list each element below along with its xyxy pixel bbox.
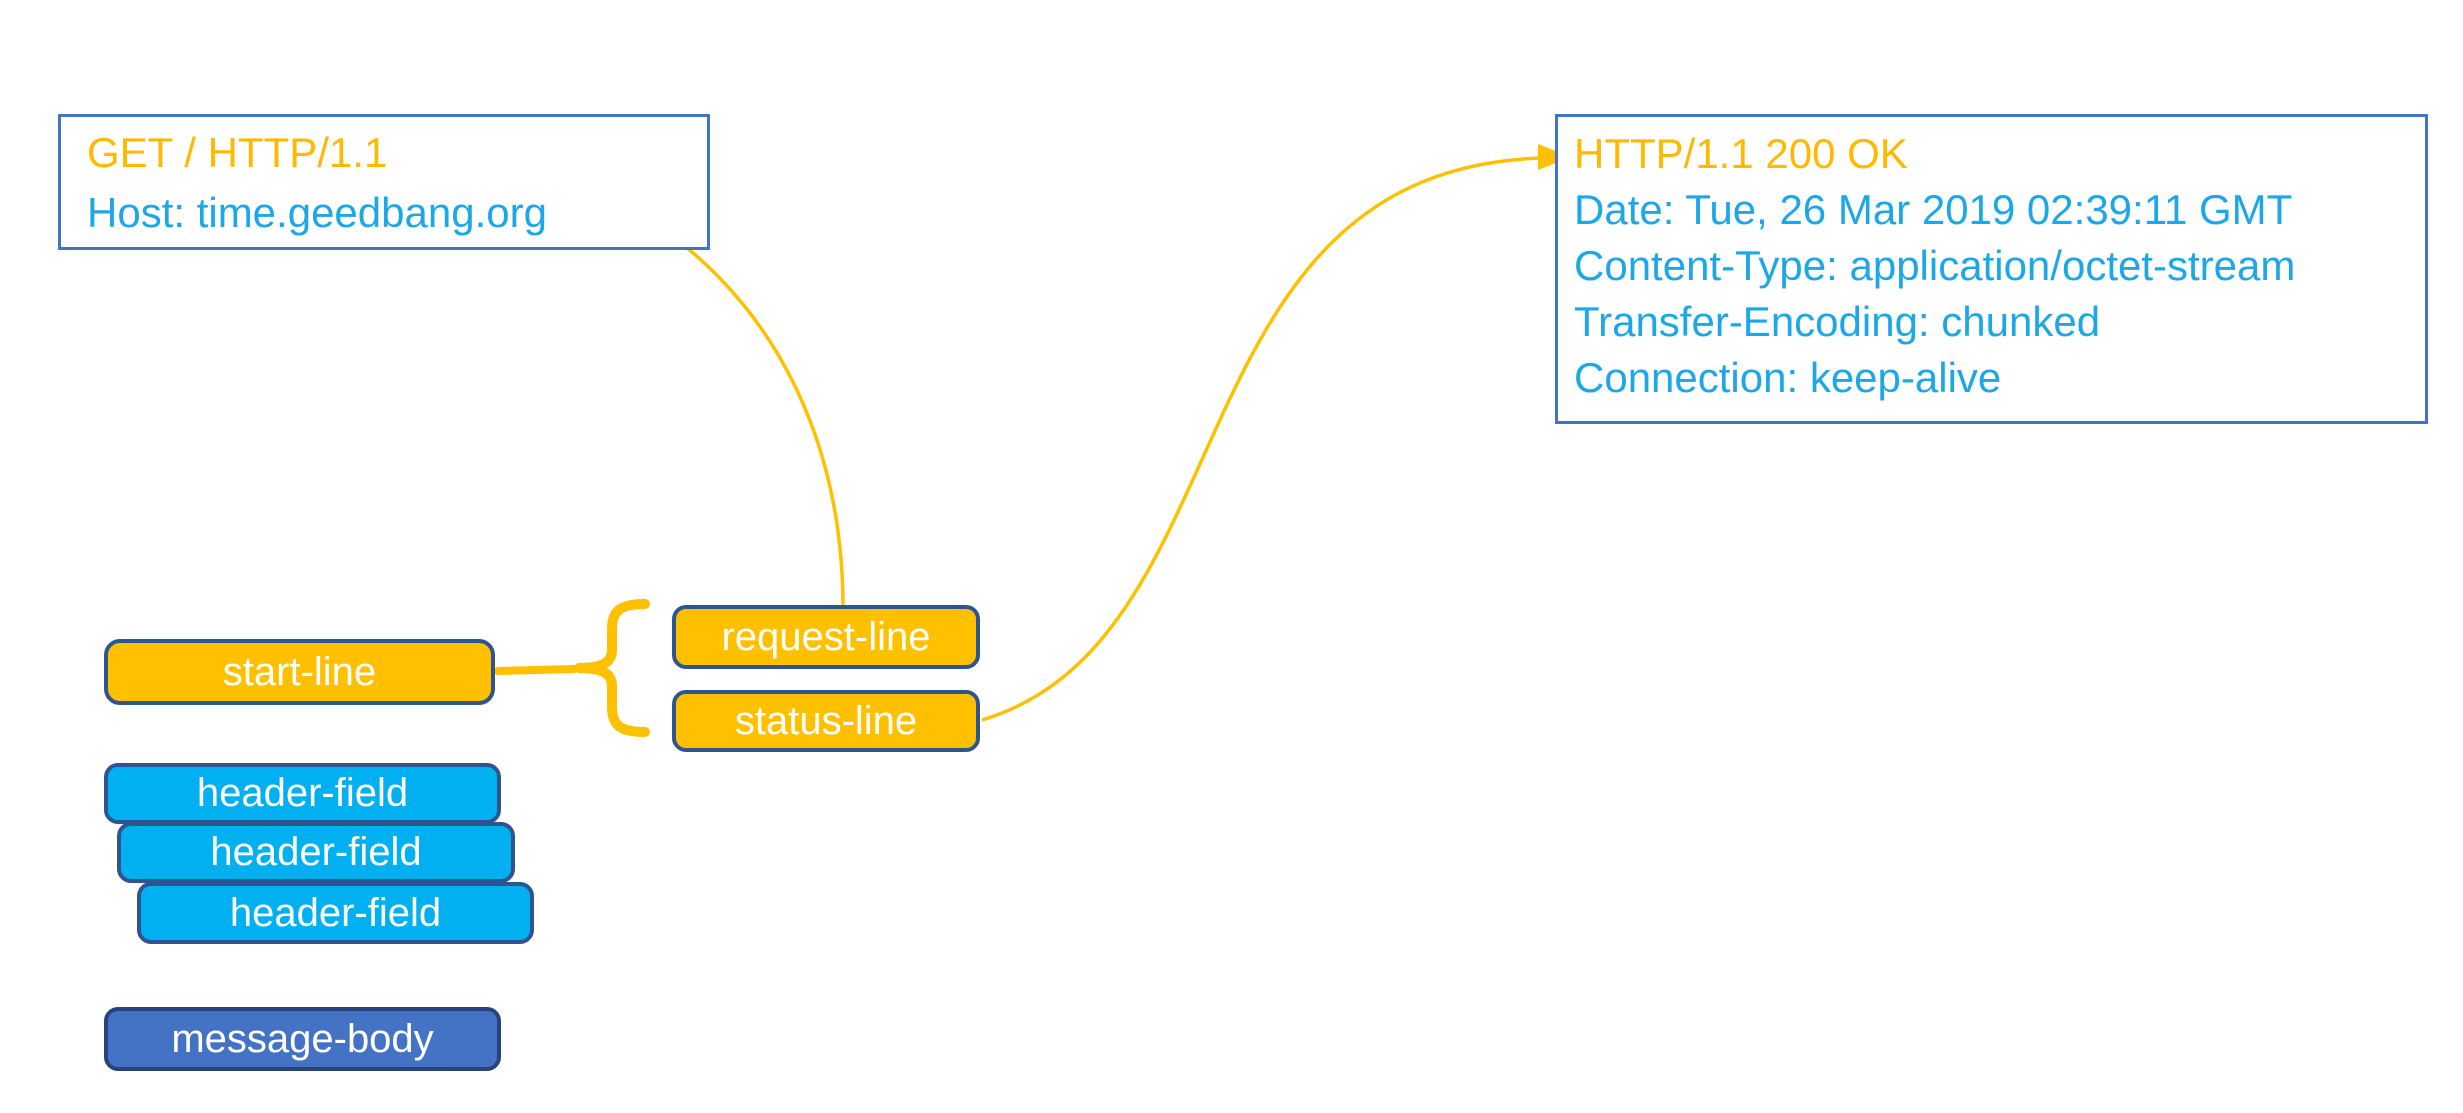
message-body-label: message-body [171, 1016, 434, 1061]
message-body-pill: message-body [104, 1007, 501, 1071]
request-example-box: GET / HTTP/1.1 Host: time.geedbang.org [58, 114, 710, 250]
brace [574, 599, 650, 737]
response-header-text: Transfer-Encoding: chunked [1574, 298, 2101, 345]
request-line-pill: request-line [672, 605, 980, 669]
start-line-connector [494, 665, 578, 675]
header-field-pill-2: header-field [117, 822, 515, 883]
header-field-label: header-field [196, 771, 409, 815]
status-line-pill: status-line [672, 690, 980, 752]
start-line-pill: start-line [104, 639, 495, 705]
response-header-text: Connection: keep-alive [1574, 354, 2002, 401]
request-host-header-text: Host: time.geedbang.org [87, 189, 547, 236]
header-field-pill-3: header-field [137, 882, 534, 944]
response-header-text: Content-Type: application/octet-stream [1574, 242, 2296, 289]
status-line-arrow [981, 156, 1542, 722]
header-field-label: header-field [229, 890, 442, 935]
header-field-pill-1: header-field [104, 763, 501, 824]
header-field-label: header-field [210, 830, 422, 874]
status-line-label: status-line [734, 698, 918, 743]
request-start-line-text: GET / HTTP/1.1 [87, 129, 388, 176]
response-status-line-text: HTTP/1.1 200 OK [1574, 130, 1908, 177]
start-line-label: start-line [222, 649, 377, 694]
request-line-label: request-line [721, 614, 931, 659]
response-example-box: HTTP/1.1 200 OK Date: Tue, 26 Mar 2019 0… [1555, 114, 2428, 424]
response-header-text: Date: Tue, 26 Mar 2019 02:39:11 GMT [1574, 186, 2293, 233]
